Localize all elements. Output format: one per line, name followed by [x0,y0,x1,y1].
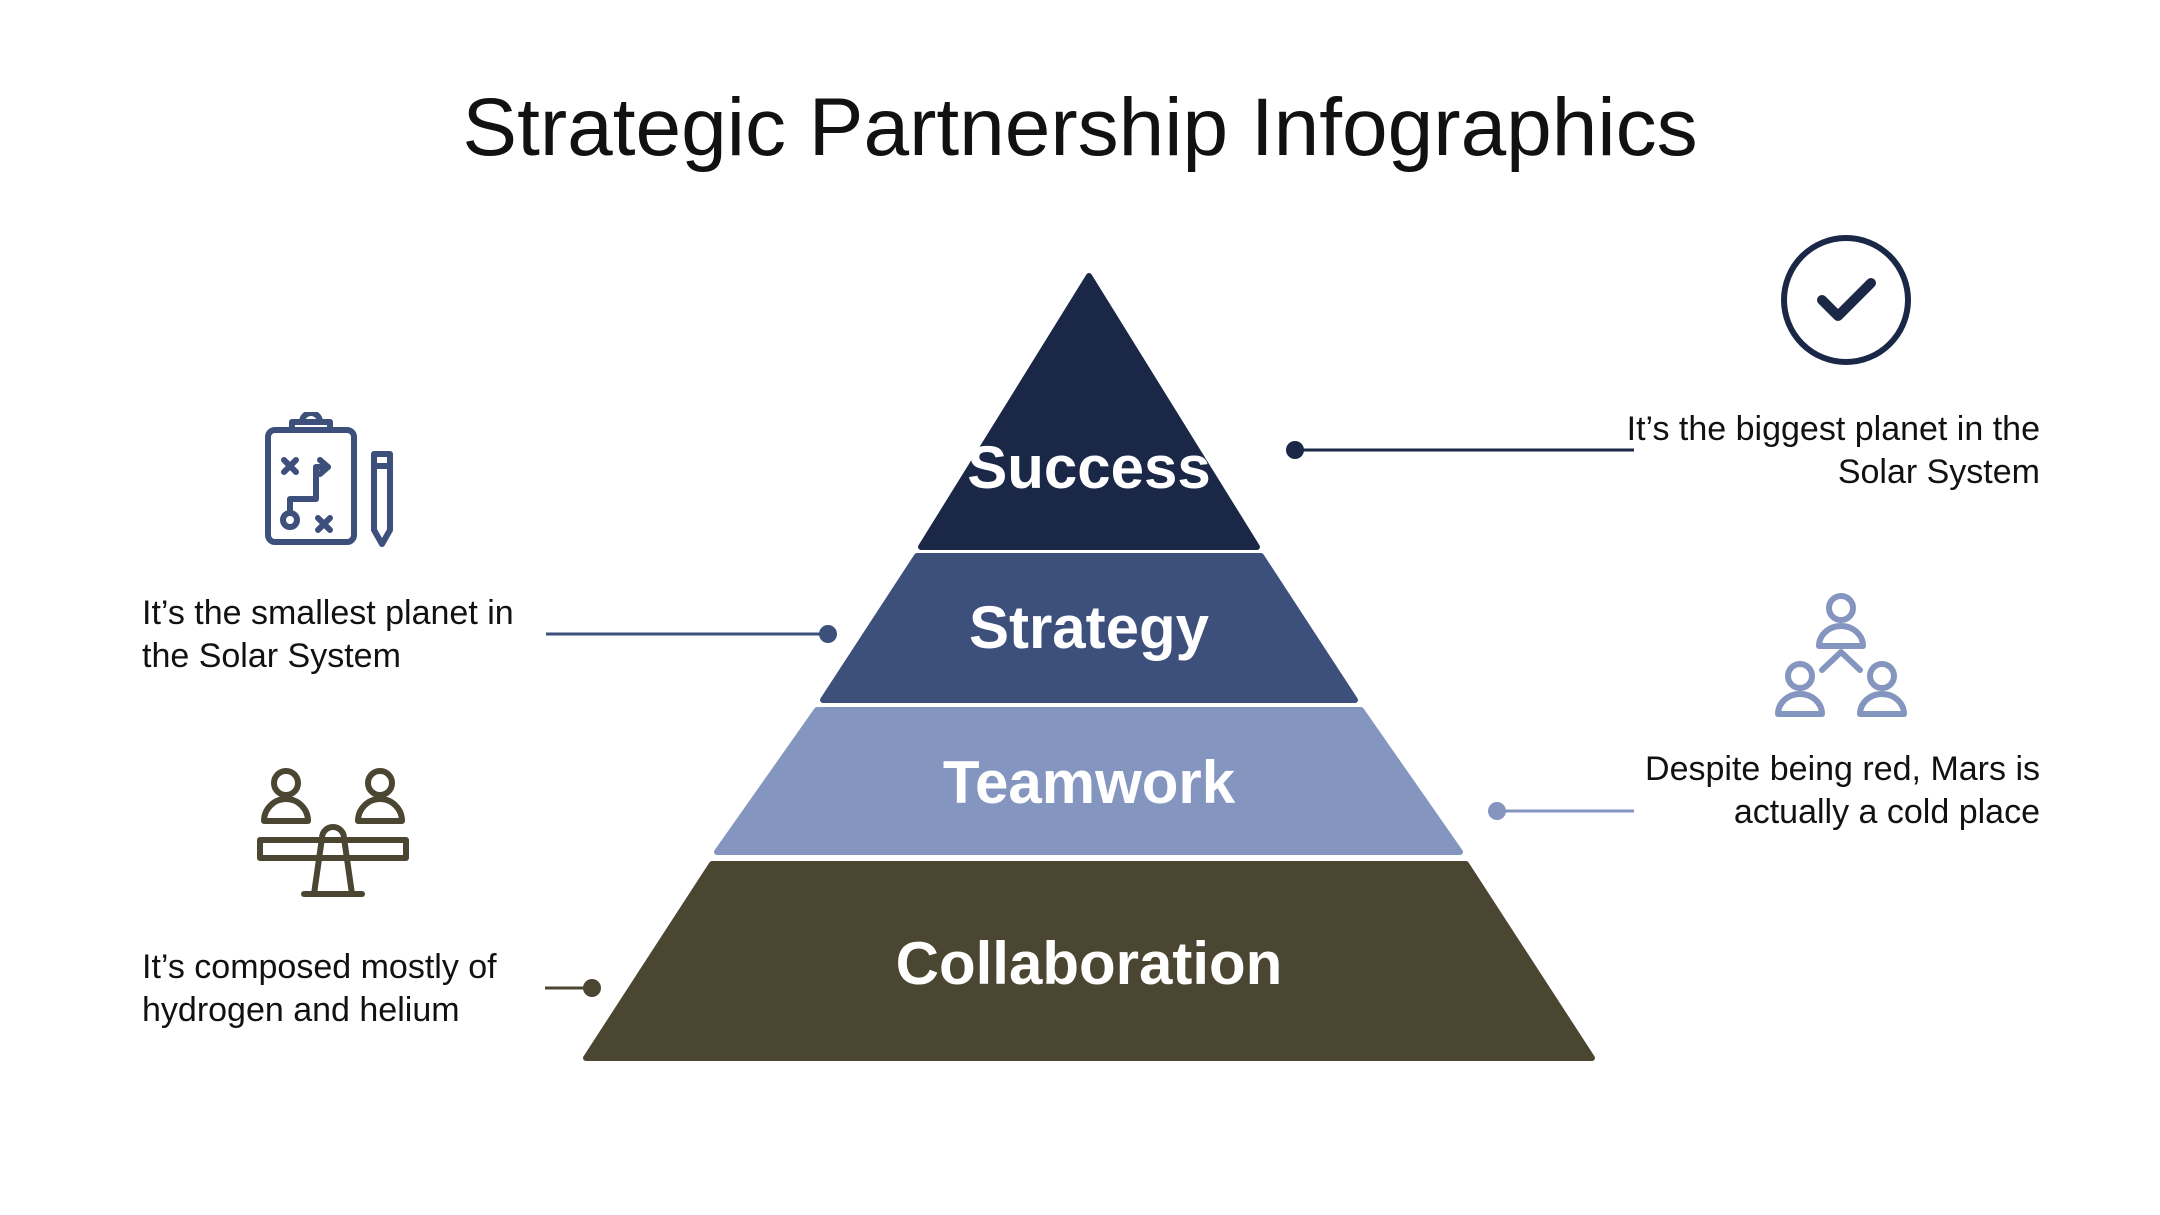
callout-text-collaboration: It’s composed mostly of hydrogen and hel… [142,948,497,1029]
tier-label-collaboration: Collaboration [896,930,1283,997]
tier-label-strategy: Strategy [969,594,1210,661]
connector-success [1286,441,1634,459]
pyramid-tier-success [918,273,1260,550]
callout-text-success: It’s the biggest planet in the Solar Sys… [1626,410,2040,491]
pyramid-tier-strategy [820,553,1358,703]
connector-collaboration [545,979,601,997]
connector-teamwork [1488,802,1634,820]
callout-text-strategy: It’s the smallest planet in the Solar Sy… [142,594,514,675]
slide-title: Strategic Partnership Infographics [462,82,1698,173]
tier-label-success: Success [967,434,1211,501]
pyramid-tier-collaboration [583,861,1595,1061]
callout-text-teamwork: Despite being red, Mars is actually a co… [1645,750,2040,831]
clipboard-strategy-icon [265,412,393,547]
pyramid-tier-teamwork [714,707,1463,855]
tier-label-teamwork: Teamwork [943,749,1236,816]
team-network-icon [1775,593,1907,717]
check-circle-icon [1781,235,1911,365]
balance-people-icon [257,768,409,897]
connector-strategy [546,625,837,643]
